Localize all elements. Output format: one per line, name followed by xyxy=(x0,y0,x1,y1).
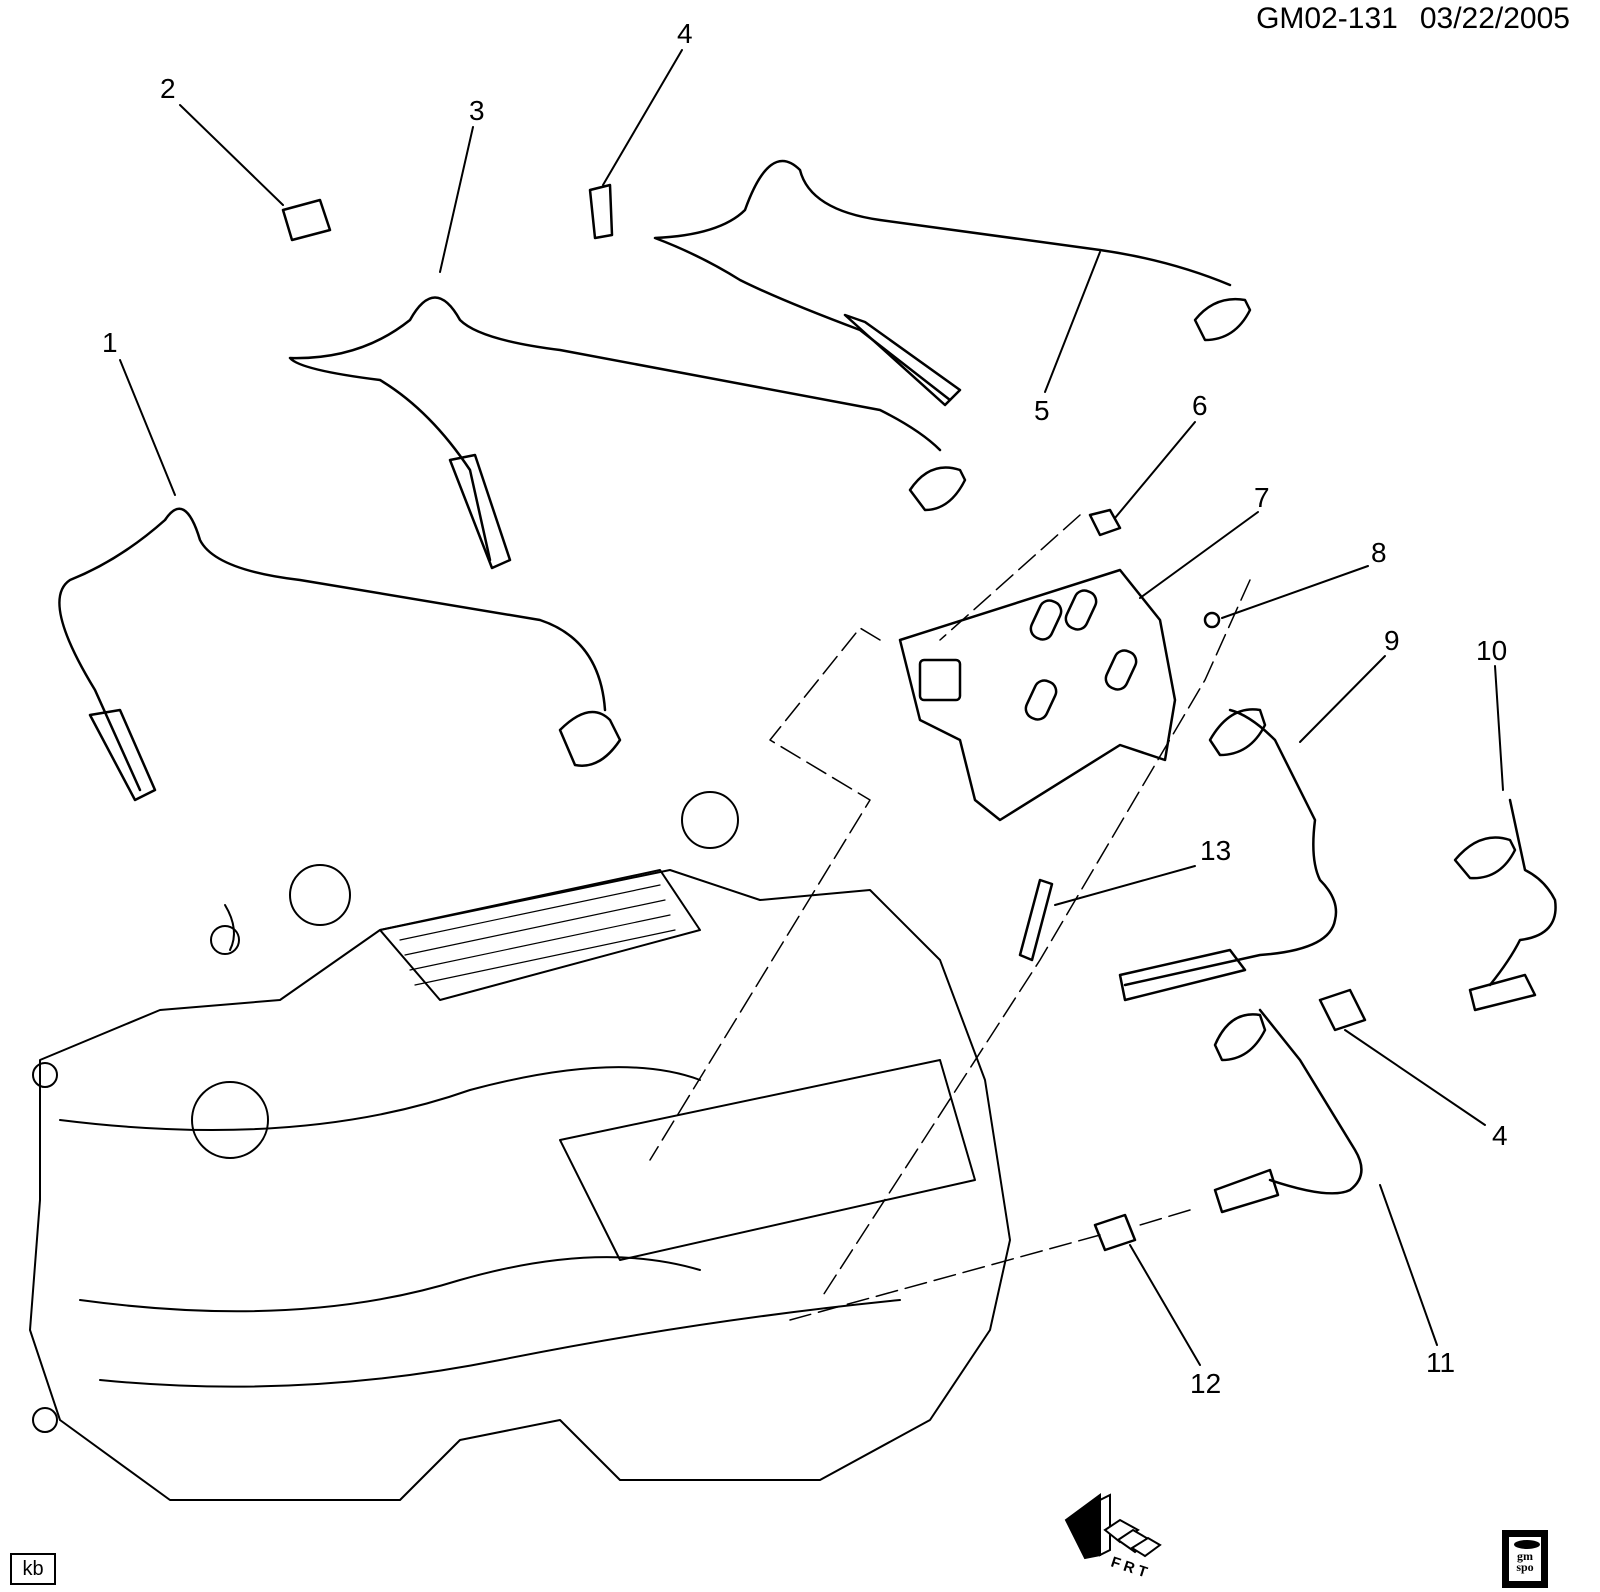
diagram-header: GM02-131 03/22/2005 xyxy=(1234,2,1570,36)
spark-plug-wire-5 xyxy=(653,159,1252,407)
callout-4: 4 xyxy=(677,18,693,49)
ignition-coil-module-7 xyxy=(898,568,1177,822)
callout-2: 2 xyxy=(160,73,176,104)
spark-plug-wire-10 xyxy=(1453,798,1557,1012)
logo-text: gm spo xyxy=(1516,1549,1534,1574)
callout-13: 13 xyxy=(1200,835,1231,866)
diagram-id: GM02-131 xyxy=(1256,2,1398,35)
gm-spo-logo: gm spo xyxy=(1502,1530,1548,1588)
callout-9: 9 xyxy=(1384,625,1400,656)
spark-plug-13 xyxy=(1018,878,1054,962)
engine-assembly xyxy=(29,791,1011,1501)
assembly-guide-lines xyxy=(649,514,1251,1321)
bolt-6 xyxy=(1088,508,1122,537)
callout-8: 8 xyxy=(1371,537,1387,568)
spark-plug-wire-3 xyxy=(288,296,967,570)
front-indicator-icon xyxy=(1064,1493,1162,1560)
callout-10: 10 xyxy=(1476,635,1507,666)
callout-1: 1 xyxy=(102,327,118,358)
connector-2 xyxy=(281,198,332,242)
connector-4-top xyxy=(588,183,614,240)
diagram-date: 03/22/2005 xyxy=(1419,2,1570,35)
callout-leaders xyxy=(119,49,1504,1366)
callout-7: 7 xyxy=(1254,482,1270,513)
callout-12: 12 xyxy=(1190,1368,1221,1399)
callout-4-lower: 4 xyxy=(1492,1120,1508,1151)
illustrator-initials: kb xyxy=(10,1553,56,1585)
spark-plug-wire-11 xyxy=(1213,1008,1363,1214)
callout-5: 5 xyxy=(1034,395,1050,426)
sensor-12 xyxy=(1093,1213,1137,1252)
nut-8 xyxy=(1203,611,1221,629)
spark-plug-wire-1 xyxy=(58,507,622,802)
spark-plug-wire-9 xyxy=(1118,708,1338,1002)
callout-numbers: 1 2 3 4 5 6 7 8 9 10 4 11 12 13 xyxy=(102,18,1508,1399)
callout-3: 3 xyxy=(469,95,485,126)
front-indicator-label: FRT xyxy=(1109,1554,1153,1583)
connector-4-lower xyxy=(1318,988,1367,1032)
callout-6: 6 xyxy=(1192,390,1208,421)
callout-11: 11 xyxy=(1426,1347,1455,1378)
